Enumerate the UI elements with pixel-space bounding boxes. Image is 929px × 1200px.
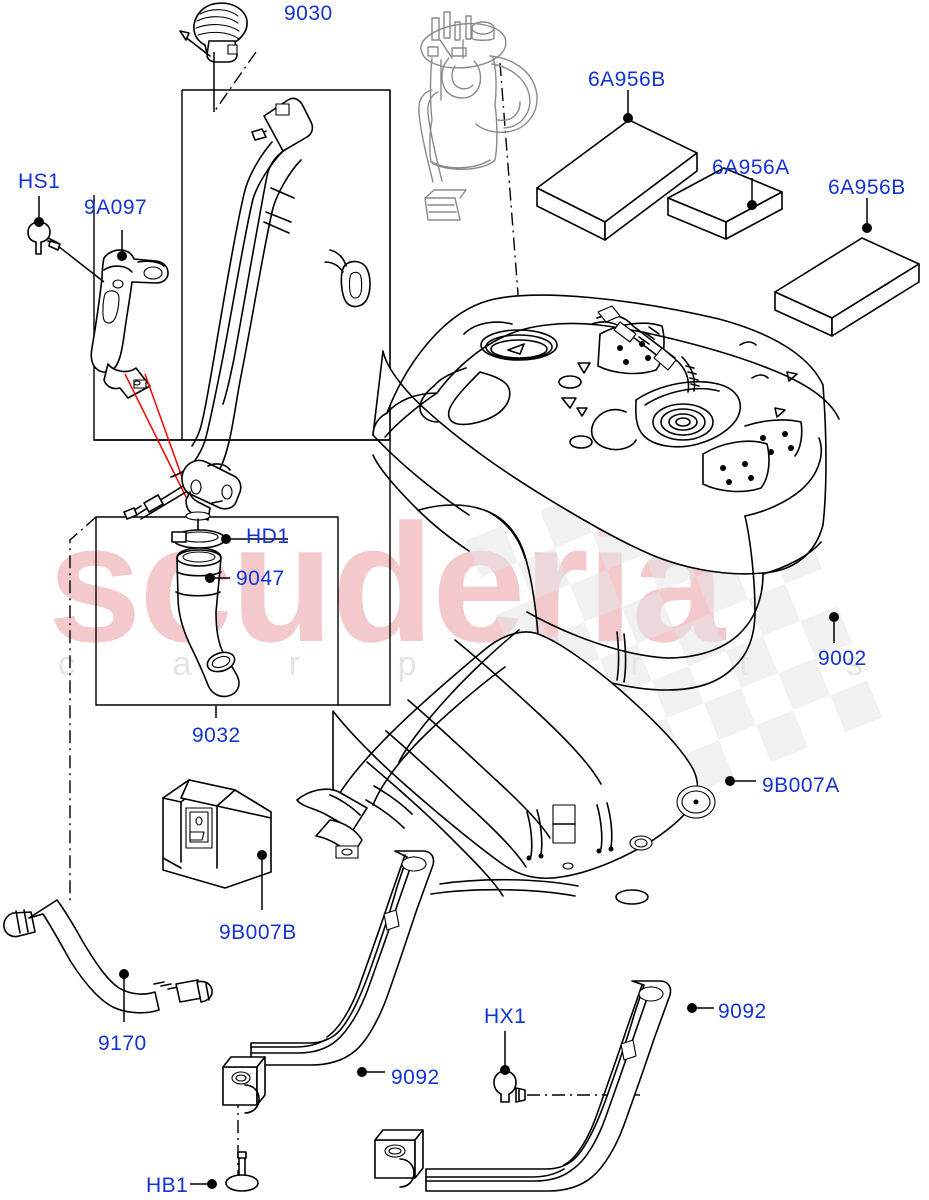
part-label-9B007B[interactable]: 9B007B — [219, 921, 297, 944]
part-label-6A956B-lower[interactable]: 6A956B — [828, 176, 906, 199]
part-hs1-screw — [27, 196, 61, 255]
part-6A956B-foam-pad-upper — [536, 90, 698, 241]
part-label-9092-left[interactable]: 9092 — [391, 1066, 440, 1089]
part-9092-tank-strap-left — [222, 850, 435, 1114]
part-label-9170[interactable]: 9170 — [98, 1032, 147, 1055]
part-label-HD1[interactable]: HD1 — [246, 525, 290, 548]
group-box-9032 — [93, 89, 391, 706]
centerline-left — [69, 516, 97, 905]
part-label-6A956A[interactable]: 6A956A — [712, 156, 790, 179]
part-label-9B007A[interactable]: 9B007A — [762, 774, 840, 797]
part-6A956A-foam-pad-small — [667, 167, 783, 240]
centerline-9030 — [213, 51, 257, 113]
part-label-6A956B-upper[interactable]: 6A956B — [588, 68, 666, 91]
part-label-HS1[interactable]: HS1 — [18, 170, 61, 193]
part-HB1-bolt — [190, 1151, 259, 1192]
part-label-9092-right[interactable]: 9092 — [718, 1000, 767, 1023]
part-9092-tank-strap-right — [374, 980, 714, 1192]
part-fuel-pump-module-phantom — [418, 11, 538, 221]
part-9032-fuel-filler-pipe — [123, 97, 371, 533]
part-HX1-bolt — [493, 1031, 526, 1103]
part-label-HX1[interactable]: HX1 — [484, 1005, 527, 1028]
part-label-9030[interactable]: 9030 — [284, 2, 333, 25]
part-label-9047[interactable]: 9047 — [236, 567, 285, 590]
part-9047-filler-hose — [175, 547, 240, 698]
part-9002-fuel-tank — [372, 294, 840, 691]
part-label-9A097[interactable]: 9A097 — [84, 196, 148, 219]
part-label-9032[interactable]: 9032 — [192, 724, 241, 747]
part-label-HB1[interactable]: HB1 — [146, 1174, 189, 1197]
part-9030-fuel-filler-cap — [179, 2, 248, 112]
part-9170-vent-hose — [3, 899, 213, 1022]
part-6A956B-foam-pad-lower — [774, 198, 920, 337]
part-9A097-filler-neck-bracket — [57, 230, 169, 399]
part-9B007A-heat-shield — [296, 629, 756, 905]
part-9B007B-heat-shield-bracket — [162, 779, 272, 910]
part-label-9002[interactable]: 9002 — [818, 647, 867, 670]
